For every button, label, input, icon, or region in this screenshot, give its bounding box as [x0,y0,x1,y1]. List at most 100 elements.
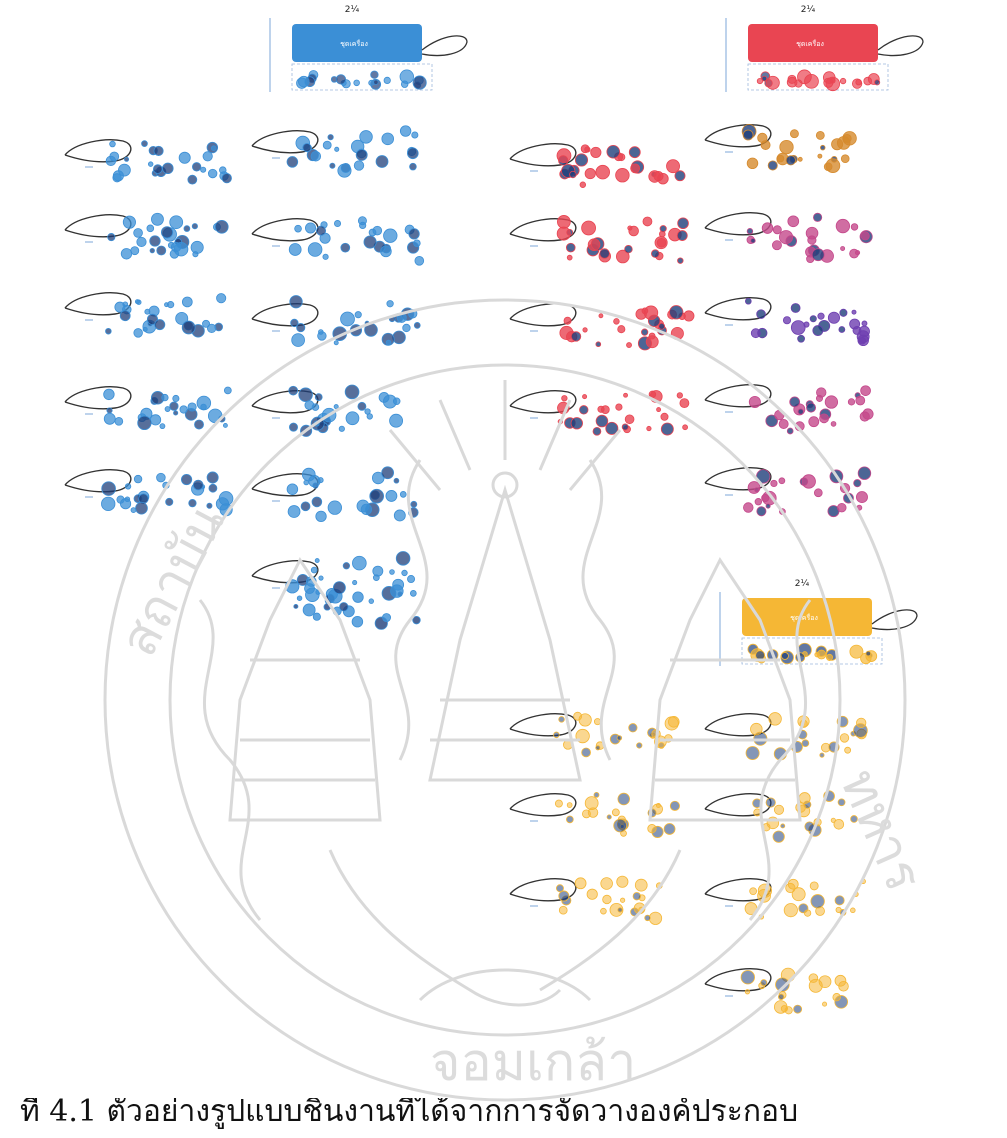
blue-motif-left-dot [151,212,164,226]
red-bag-strip-motif-dot [756,77,764,85]
red-motif-right-dot [856,504,863,511]
red-motif-left-dot [658,322,666,330]
yellow-motif-left-dot [566,802,573,808]
red-bag-strip-motif-dot [804,73,819,89]
blue-motif-left-dot [136,299,142,305]
blue-motif-left-dot [146,224,155,233]
red-motif-right-dot [819,413,829,424]
blue-motif-left-dot [101,496,116,511]
blue-motif-left-dot [119,310,131,322]
blue-motif-right-dot [321,407,337,423]
red-motif-right-dot [840,246,846,252]
blue-motif-right-dot [311,403,320,411]
yellow-motif-left-dot [558,890,570,902]
yellow-motif-right-dot [850,907,856,914]
yellow-motif-left-dot [616,875,629,888]
red-motif-left-dot [613,318,620,325]
red-motif-right-dot [843,492,854,504]
yellow-motif-right-dot [797,715,810,728]
yellow-motif-left-dot [663,823,676,835]
blue-motif-right-dot [363,235,377,249]
red-motif-right-dot [813,488,823,498]
yellow-motif-right [745,712,868,761]
blue-motif-left-dot [164,406,171,412]
yellow-motif-right-dot [793,1004,803,1014]
red-motif-right-dot [779,508,786,515]
red-motif-left-dot [623,392,628,398]
blue-motif-jars-dot [323,603,331,611]
red-bag-strip-motif-dot [794,79,803,88]
blue-motif-left-dot [105,327,112,335]
blue-motif-left-dot [154,319,166,331]
red-motif-left-dot [624,414,635,425]
red-motif-right-dot [837,502,847,513]
yellow-motif-right-dot [836,715,849,728]
red-motif-left-dot [642,216,653,227]
blue-motif-left-dot [200,166,207,173]
blue-motif-left-dot [181,296,193,308]
blue-motif-right-dot [322,253,329,260]
yellow-motif-left-dot [616,735,623,741]
red-motif-right-dot [813,212,823,222]
yellow-bag-label: ชุดเครื่อง [790,613,818,622]
red-bag-strip-motif-dot [839,77,847,85]
yellow-motif-left-dot [620,897,626,903]
red-motif-left-dot [651,249,660,258]
red-motif-right-dot [746,228,754,235]
red-motif-right-dot [858,336,866,345]
yellow-motif-left-dot [558,716,565,723]
blue-motif-right-dot [407,309,418,319]
blue-strap-left [64,386,132,410]
blue-motif-left-dot [114,417,124,426]
red-motif-right-dot [743,502,754,513]
yellow-motif-left-dot [655,882,663,889]
blue-bag-body [292,24,422,62]
blue-motif-right-dot [409,590,417,597]
yellow-motif-right-dot [780,823,786,829]
blue-motif-left-dot [218,491,234,506]
blue-motif-right-dot [333,340,339,346]
blue-motif-right-dot [402,323,411,333]
blue-motif-left-dot [187,174,198,185]
red-bag-body [748,24,878,62]
red-motif-left-dot [659,225,667,233]
blue-motif-right-dot [411,131,419,139]
yellow-motif-right-dot [766,816,780,830]
blue-motif-jars-dot [285,579,300,594]
red-motif-right-dot [789,129,799,139]
yellow-motif-right [752,790,858,843]
red-motif-left-dot [565,242,576,253]
yellow-motif-right-dot [777,993,785,1001]
yellow-motif-left [556,875,663,925]
yellow-motif-right-dot [853,891,859,897]
blue-motif-right-dot [352,580,358,586]
blue-motif-right-dot [359,130,373,144]
blue-bag-dimension: 2¼ [345,5,360,15]
red-motif-left-dot [677,217,689,230]
blue-motif-left-dot [162,162,174,175]
red-motif-right-dot [856,491,868,504]
red-motif-right-dot [767,160,778,171]
blue-motif-jars-dot [293,603,299,609]
blue-motif-left-dot [183,225,191,232]
blue-motif-right-dot [344,384,360,400]
yellow-motif-right-dot [765,797,776,808]
red-motif-right-dot [778,477,786,485]
blue-motif-left-dot [142,326,148,332]
blue-motif-left-dot [124,156,130,162]
blue-motif-right-dot [315,510,327,523]
yellow-motif-left-dot [563,739,573,750]
yellow-motif-left-dot [606,814,612,820]
yellow-motif-right-dot [752,798,762,809]
blue-motif-left-dot [160,226,174,239]
blue-motif-right-dot [311,496,323,508]
blue-motif-left-dot [109,140,116,148]
yellow-motif-right-dot [818,975,832,989]
yellow-bag-strap [871,609,918,631]
yellow-strap-left [509,793,577,817]
blue-motif-right-dot [399,491,407,498]
blue-motif-left-dot [112,173,122,183]
blue-motif-right-dot [401,569,408,577]
red-motif-left-dot [641,328,649,336]
